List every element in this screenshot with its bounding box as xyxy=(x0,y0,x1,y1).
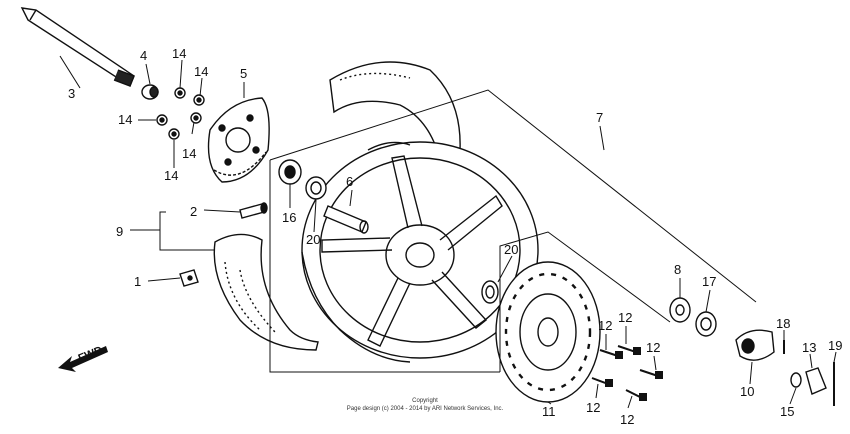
bearing-part xyxy=(278,159,302,185)
label-14-a: 14 xyxy=(172,46,186,61)
weight-part xyxy=(179,269,199,287)
label-9: 9 xyxy=(116,224,123,239)
bolt-parts xyxy=(591,345,663,401)
label-12-b: 12 xyxy=(618,310,632,325)
speedo-gearbox-part xyxy=(735,329,775,361)
leader-lines xyxy=(59,55,837,409)
label-7: 7 xyxy=(596,110,603,125)
seal-part-left xyxy=(305,176,327,200)
label-15: 15 xyxy=(780,404,794,419)
label-13: 13 xyxy=(802,340,816,355)
label-14-b: 14 xyxy=(194,64,208,79)
collar-part xyxy=(141,84,159,100)
label-16: 16 xyxy=(282,210,296,225)
wheel-rim-part xyxy=(301,141,539,363)
label-14-d: 14 xyxy=(182,146,196,161)
spacer-part xyxy=(323,205,369,234)
valve-part xyxy=(239,202,268,219)
fwd-arrow-icon xyxy=(58,346,108,372)
label-12-c: 12 xyxy=(646,340,660,355)
label-20-a: 20 xyxy=(306,232,320,247)
fwd-label: FWD xyxy=(77,344,105,365)
label-12-e: 12 xyxy=(620,412,634,427)
part-labels: 3 4 14 14 14 14 14 5 7 6 16 20 20 2 9 1 … xyxy=(68,46,842,427)
axle-part xyxy=(20,7,135,88)
label-11: 11 xyxy=(542,404,556,419)
hardware-parts-right xyxy=(783,340,835,406)
brake-disc-part xyxy=(495,261,601,403)
hub-plate-part xyxy=(207,97,270,183)
copyright-line-2: Page design (c) 2004 - 2014 by ARI Netwo… xyxy=(347,406,504,412)
label-18: 18 xyxy=(776,316,790,331)
label-12-d: 12 xyxy=(586,400,600,415)
label-10: 10 xyxy=(740,384,754,399)
label-2: 2 xyxy=(190,204,197,219)
label-12-a: 12 xyxy=(598,318,612,333)
label-14-e: 14 xyxy=(164,168,178,183)
label-4: 4 xyxy=(140,48,147,63)
label-3: 3 xyxy=(68,86,75,101)
label-17: 17 xyxy=(702,274,716,289)
label-6: 6 xyxy=(346,174,353,189)
label-8: 8 xyxy=(674,262,681,277)
nut-parts xyxy=(156,87,205,140)
label-20-b: 20 xyxy=(504,242,518,257)
copyright-line-1: Copyright xyxy=(412,398,438,404)
gearbox-parts xyxy=(669,297,717,337)
label-19: 19 xyxy=(828,338,842,353)
label-14-c: 14 xyxy=(118,112,132,127)
label-1: 1 xyxy=(134,274,141,289)
seal-part-right xyxy=(481,280,499,304)
label-5: 5 xyxy=(240,66,247,81)
